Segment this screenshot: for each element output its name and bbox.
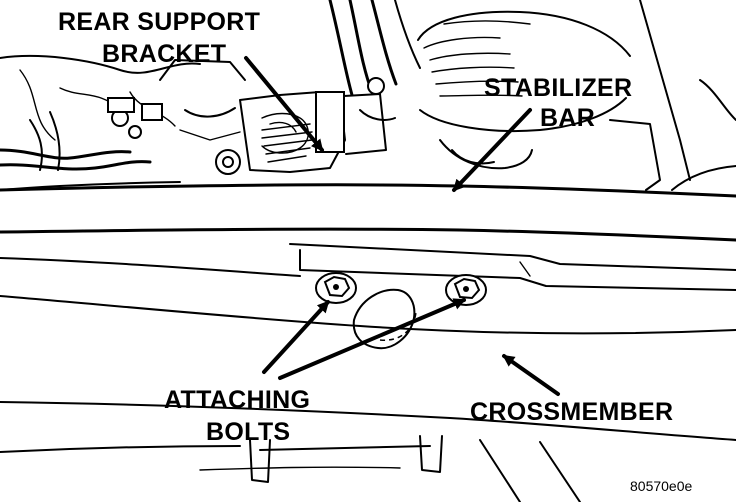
figure-id: 80570e0e [630,478,693,494]
stabilizer-bar [0,183,736,242]
rear-support-bracket-leader [244,56,324,152]
crossmember-label: CROSSMEMBER [470,398,673,426]
crossmember-leader [502,354,560,396]
stabilizer-bar-label-line1: STABILIZER [484,74,632,102]
stabilizer-bar-leader [452,108,532,192]
stabilizer-bar-label-line2: BAR [540,104,595,132]
engine-bay-background [0,0,736,191]
crossmember [0,243,736,502]
attaching-bolts-leader-left [262,300,330,374]
attaching-bolts-label-line1: ATTACHING [164,386,310,414]
rear-support-bracket-label-line2: BRACKET [102,40,226,68]
attaching-bolt-right [445,274,487,306]
attaching-bolts-leader-right [278,298,466,380]
attaching-bolts-label-line2: BOLTS [206,418,290,446]
rear-support-bracket-label-line1: REAR SUPPORT [58,8,260,36]
attaching-bolt-left [315,272,357,304]
